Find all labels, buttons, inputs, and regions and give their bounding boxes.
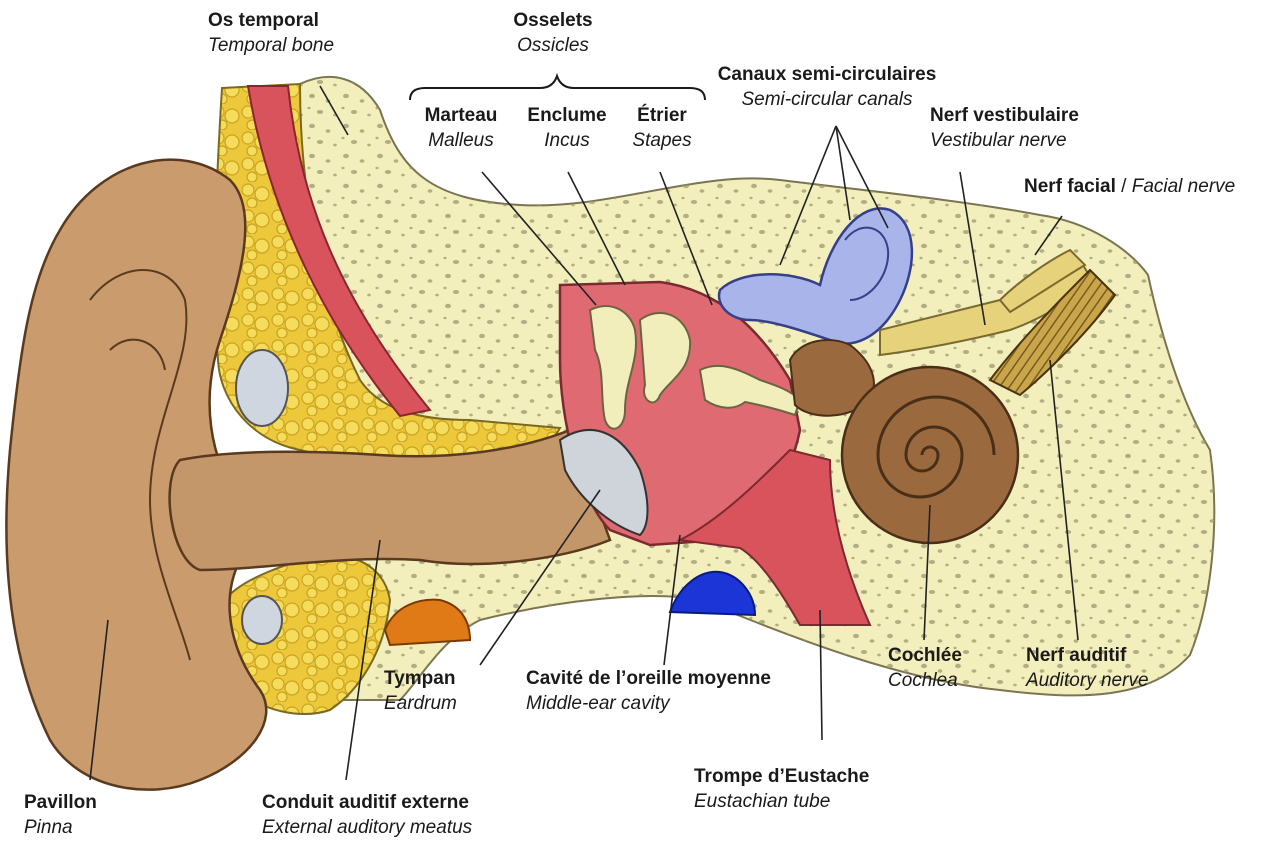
- label-cavite-fr: Cavité de l’oreille moyenne: [526, 666, 771, 691]
- label-pavillon: Pavillon Pinna: [24, 790, 97, 840]
- label-osselets-en: Ossicles: [478, 33, 628, 58]
- ossicles-brace: [410, 76, 705, 100]
- label-enclume-fr: Enclume: [516, 103, 618, 128]
- label-marteau: Marteau Malleus: [410, 103, 512, 153]
- label-tympan-en: Eardrum: [384, 691, 457, 716]
- label-nerf-vestibulaire-fr: Nerf vestibulaire: [930, 103, 1079, 128]
- bone-cavity-upper: [236, 350, 288, 426]
- bone-cavity-lower: [242, 596, 282, 644]
- label-nerf-auditif: Nerf auditif Auditory nerve: [1026, 643, 1149, 693]
- label-conduit-en: External auditory meatus: [262, 815, 472, 840]
- label-cochlee: Cochlée Cochlea: [888, 643, 962, 693]
- label-nerf-facial-sep: /: [1116, 176, 1132, 197]
- label-osselets: Osselets Ossicles: [478, 8, 628, 58]
- label-conduit: Conduit auditif externe External auditor…: [262, 790, 472, 840]
- label-pavillon-fr: Pavillon: [24, 790, 97, 815]
- label-trompe-fr: Trompe d’Eustache: [694, 764, 869, 789]
- label-cochlee-fr: Cochlée: [888, 643, 962, 668]
- label-cochlee-en: Cochlea: [888, 668, 962, 693]
- label-pavillon-en: Pinna: [24, 815, 97, 840]
- label-etrier-en: Stapes: [620, 128, 704, 153]
- label-enclume: Enclume Incus: [516, 103, 618, 153]
- label-marteau-en: Malleus: [410, 128, 512, 153]
- label-os-temporal: Os temporal Temporal bone: [208, 8, 334, 58]
- label-nerf-vestibulaire: Nerf vestibulaire Vestibular nerve: [930, 103, 1079, 153]
- label-cavite: Cavité de l’oreille moyenne Middle-ear c…: [526, 666, 771, 716]
- label-nerf-facial: Nerf facial / Facial nerve: [1024, 174, 1235, 199]
- label-os-temporal-en: Temporal bone: [208, 33, 334, 58]
- label-trompe: Trompe d’Eustache Eustachian tube: [694, 764, 869, 814]
- label-cavite-en: Middle-ear cavity: [526, 691, 771, 716]
- label-marteau-fr: Marteau: [410, 103, 512, 128]
- label-trompe-en: Eustachian tube: [694, 789, 869, 814]
- label-conduit-fr: Conduit auditif externe: [262, 790, 472, 815]
- label-canaux-en: Semi-circular canals: [692, 87, 962, 112]
- label-nerf-facial-en: Facial nerve: [1132, 176, 1236, 197]
- label-osselets-fr: Osselets: [478, 8, 628, 33]
- label-enclume-en: Incus: [516, 128, 618, 153]
- label-os-temporal-fr: Os temporal: [208, 8, 334, 33]
- label-tympan: Tympan Eardrum: [384, 666, 457, 716]
- label-nerf-auditif-fr: Nerf auditif: [1026, 643, 1149, 668]
- label-canaux-fr: Canaux semi-circulaires: [692, 62, 962, 87]
- label-nerf-facial-fr: Nerf facial: [1024, 176, 1116, 197]
- label-nerf-vestibulaire-en: Vestibular nerve: [930, 128, 1079, 153]
- label-nerf-auditif-en: Auditory nerve: [1026, 668, 1149, 693]
- label-tympan-fr: Tympan: [384, 666, 457, 691]
- label-canaux: Canaux semi-circulaires Semi-circular ca…: [692, 62, 962, 112]
